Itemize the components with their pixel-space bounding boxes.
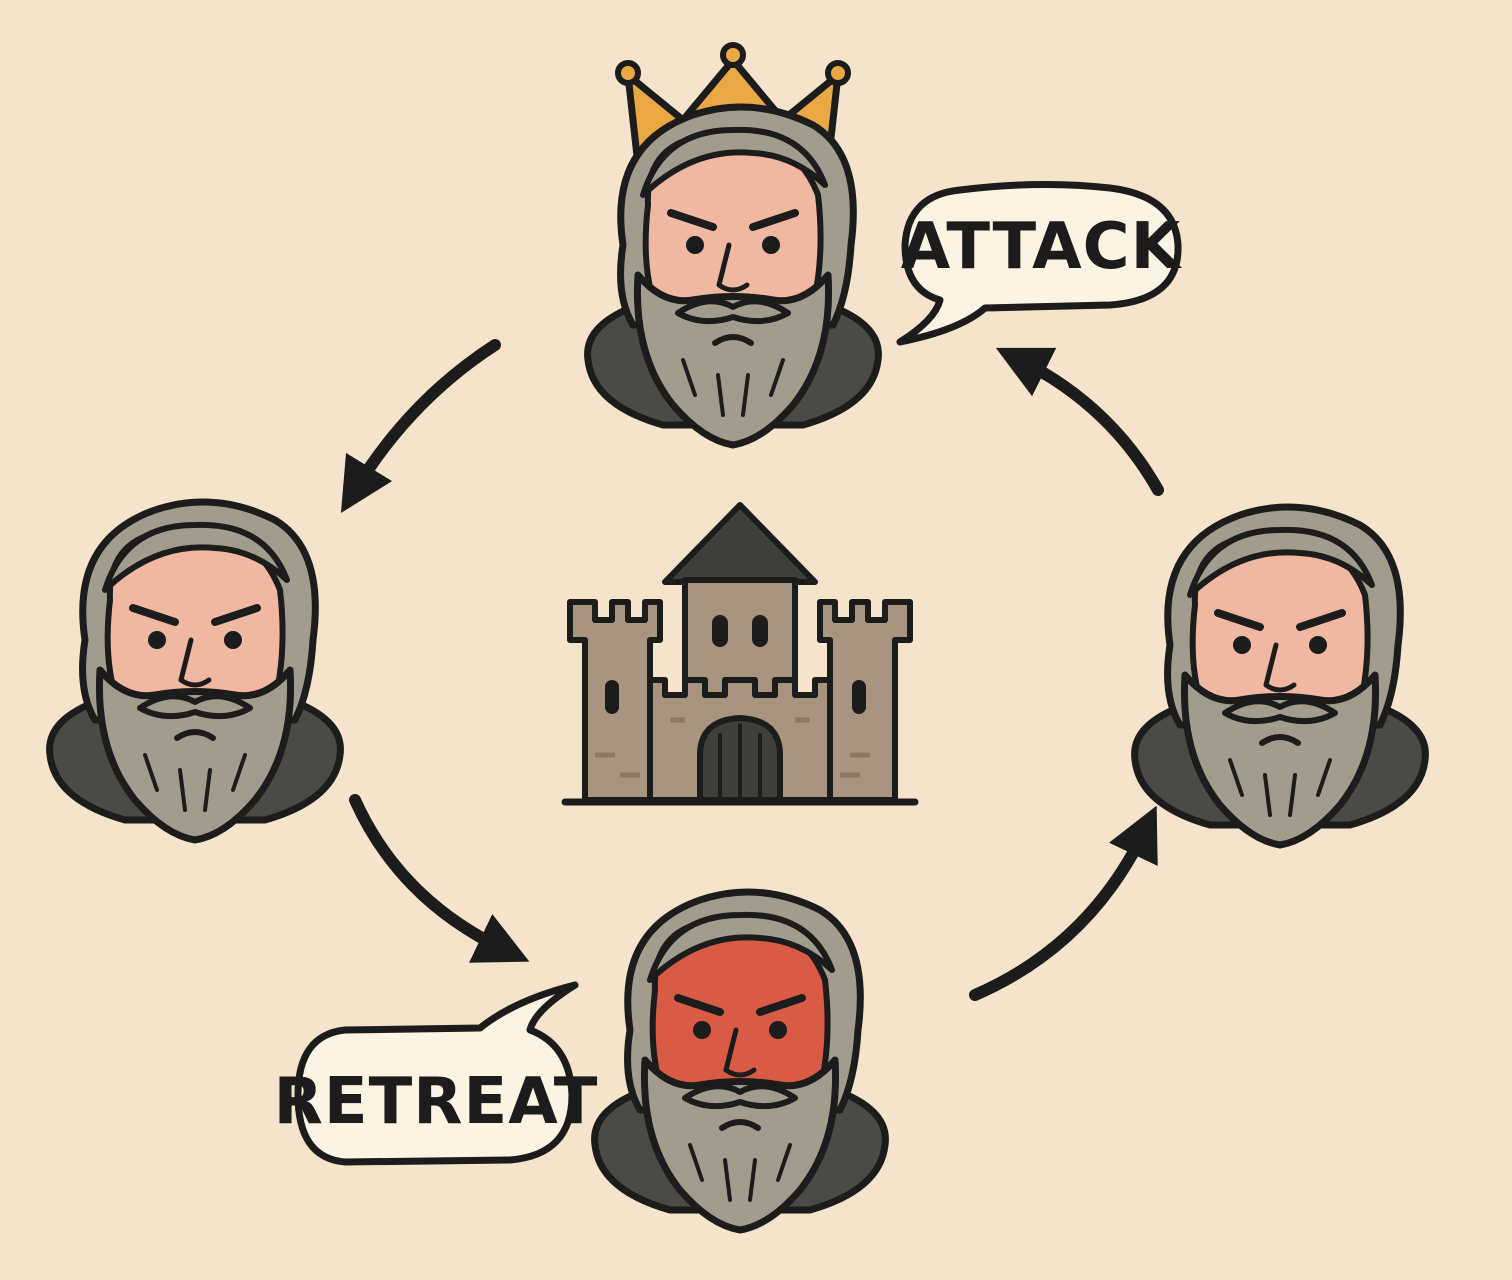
message-arrows [340, 339, 1164, 1001]
crowned-general-icon [588, 107, 879, 445]
arrow-commander-to-left [340, 339, 501, 514]
retreat-label: RETREAT [274, 1065, 599, 1139]
speech-bubble-retreat: RETREAT [274, 981, 599, 1166]
general-icon [1135, 507, 1426, 845]
general-traitor [595, 892, 886, 1230]
general-left [50, 502, 341, 840]
attack-label: ATTACK [901, 210, 1183, 284]
arrow-left-to-bottom [349, 794, 530, 963]
castle-icon [561, 502, 919, 806]
speech-bubble-attack: ATTACK [896, 180, 1183, 346]
arrow-right-to-commander [995, 347, 1164, 496]
general-right [1135, 507, 1426, 845]
general-commander [588, 42, 879, 445]
arrow-bottom-to-right [969, 805, 1158, 1001]
general-icon [50, 502, 341, 840]
angry-general-icon [595, 892, 886, 1230]
